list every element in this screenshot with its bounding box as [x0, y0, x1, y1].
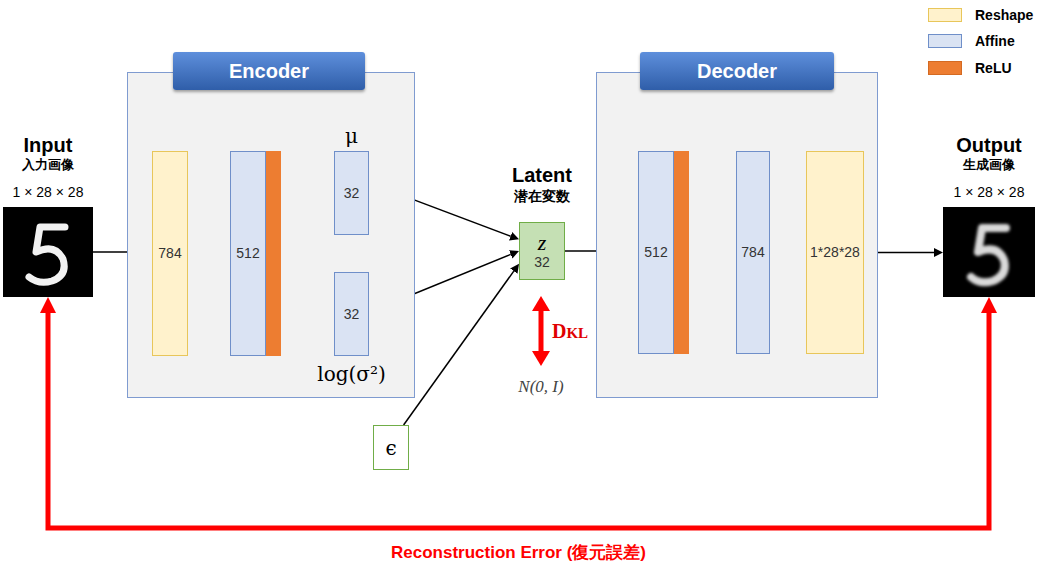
- subheading: 入力画像: [22, 157, 74, 173]
- network-block: Encoder784512μ3232log(σ²): [127, 72, 415, 398]
- symbol: log(σ²): [317, 362, 386, 386]
- legend-swatch: [928, 34, 962, 48]
- reshape-layer: 784: [152, 151, 188, 356]
- digit-stroke: [971, 228, 1006, 282]
- unit-count: 512: [644, 244, 667, 261]
- block-title: Decoder: [640, 52, 834, 90]
- legend-swatch: [928, 8, 962, 22]
- dimension: 1 × 28 × 28: [954, 184, 1025, 201]
- unit-count: 32: [534, 254, 550, 271]
- kl-line: [539, 309, 544, 353]
- outer-label: log(σ²): [317, 362, 386, 386]
- arrowhead: [532, 351, 550, 366]
- heading: Latent: [512, 164, 572, 187]
- relu-strip: [674, 151, 689, 354]
- image-ground: [3, 207, 93, 297]
- unit-count: 784: [741, 244, 764, 261]
- unit-count: 32: [344, 306, 360, 323]
- heading: Input: [24, 134, 73, 157]
- block-title: Encoder: [173, 52, 365, 90]
- affine-layer: μ32: [334, 151, 369, 235]
- affine-part: 512: [638, 151, 674, 354]
- input-digit: [3, 207, 93, 297]
- outer-label: Output生成画像 1 × 28 × 28: [954, 134, 1025, 201]
- divergence-label: DKL: [552, 320, 588, 344]
- inner-text: 784: [153, 152, 187, 355]
- inner-text: 784: [737, 152, 769, 353]
- flow-arrow: [404, 271, 514, 425]
- relu-strip: [266, 151, 281, 356]
- outer-label: Input入力画像 1 × 28 × 28: [13, 134, 84, 201]
- legend-text: Reshape: [975, 6, 1033, 24]
- network-block: Decoder5127841*28*28: [596, 72, 878, 398]
- inner-text: 1*28*28: [807, 152, 863, 353]
- affine-layer: 32log(σ²): [334, 272, 369, 356]
- inner-text: 512: [639, 152, 673, 353]
- affine-relu-layer: 512: [230, 151, 281, 356]
- digit-stroke: [29, 227, 65, 282]
- heading: Output: [956, 134, 1022, 157]
- kl-arrow: [532, 296, 550, 366]
- unit-count: 32: [344, 185, 360, 202]
- image-frame: Output生成画像1 × 28 × 28: [943, 207, 1035, 297]
- noise-box: ϵ: [373, 425, 409, 470]
- symbol: z: [538, 232, 547, 254]
- unit-count: 1*28*28: [810, 244, 860, 261]
- unit-count: 784: [158, 245, 181, 262]
- symbol: ϵ: [385, 436, 396, 460]
- symbol: μ: [345, 124, 358, 148]
- inner-text: 32: [335, 273, 368, 355]
- latent-box: Latent潜在変数z32: [519, 222, 565, 280]
- outer-label: μ: [345, 124, 358, 148]
- legend-text: Affine: [975, 32, 1015, 50]
- inner-text: 512: [231, 152, 265, 355]
- subheading: 生成画像: [963, 157, 1015, 173]
- subheading: 潜在変数: [514, 187, 570, 205]
- unit-count: 512: [236, 245, 259, 262]
- image-ground: [943, 207, 1035, 297]
- legend-swatch: [928, 61, 962, 75]
- edge-label: Reconstruction Error (復元誤差): [391, 542, 646, 564]
- outer-label: Latent潜在変数: [512, 164, 572, 205]
- affine-layer: 784: [736, 151, 770, 354]
- inner-text: z32: [520, 223, 564, 279]
- reshape-layer: 1*28*28: [806, 151, 864, 354]
- image-frame: Input入力画像1 × 28 × 28: [3, 207, 93, 297]
- inner-text: ϵ: [374, 426, 408, 469]
- affine-relu-layer: 512: [638, 151, 689, 354]
- arrowhead: [532, 296, 550, 311]
- legend-text: ReLU: [975, 59, 1012, 77]
- affine-part: 512: [230, 151, 266, 356]
- inner-text: 32: [335, 152, 368, 234]
- output-digit: [943, 207, 1035, 297]
- dimension: 1 × 28 × 28: [13, 184, 84, 201]
- prior-label: N(0, I): [518, 377, 563, 397]
